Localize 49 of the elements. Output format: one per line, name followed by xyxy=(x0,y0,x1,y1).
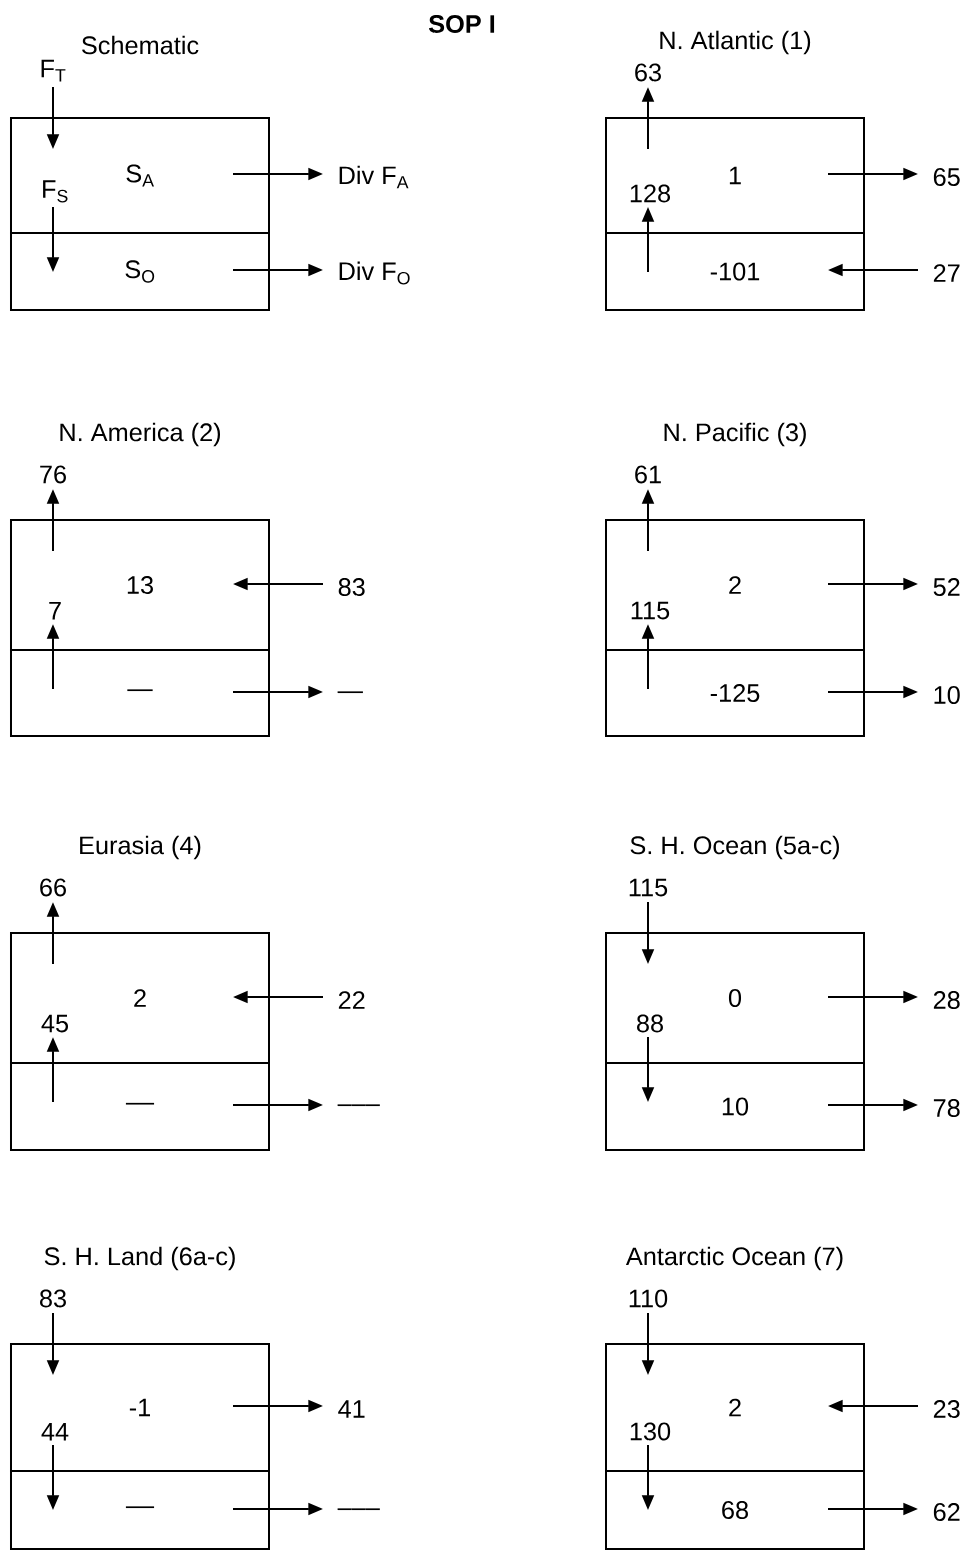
edge-label: 63 xyxy=(632,62,664,83)
edge-label: 66 xyxy=(37,877,69,898)
edge-label: Div F$_{O}$ xyxy=(336,260,413,286)
edge-label: 130 xyxy=(627,1421,673,1442)
edge-label: ––– xyxy=(336,1103,382,1113)
node-label: Eurasia (4) xyxy=(80,835,201,860)
edge-label: ––– xyxy=(336,1507,382,1517)
edge-label: 41 xyxy=(336,1398,368,1420)
edge-label: 83 xyxy=(37,1288,69,1309)
ocean-box: 68 xyxy=(605,1470,865,1550)
ocean-box: 10 xyxy=(605,1062,865,1151)
ocean-box: –– xyxy=(10,1470,270,1550)
edge-label: 27 xyxy=(931,262,963,284)
node-label: Schematic xyxy=(82,35,199,55)
edge-label: 22 xyxy=(336,989,368,1011)
ocean-box: -101 xyxy=(605,232,865,311)
heading: SOP I xyxy=(428,15,495,33)
edge-label: 28 xyxy=(931,989,963,1011)
edge-label: 44 xyxy=(39,1421,71,1442)
edge-label: 76 xyxy=(37,464,69,485)
node-label: N. America (2) xyxy=(60,422,221,447)
node-label: S. H. Land (6a-c) xyxy=(44,1246,235,1271)
edge-label: 115 xyxy=(628,600,672,621)
edge-label: 23 xyxy=(931,1398,963,1420)
edge-label: — xyxy=(336,690,365,700)
edge-label: 78 xyxy=(931,1097,963,1119)
edge-label: 115 xyxy=(626,877,670,898)
edge-label: 62 xyxy=(931,1501,963,1523)
edge-label: F$_{S}$ xyxy=(39,179,71,204)
edge-label: 10 xyxy=(931,684,963,706)
edge-label: 128 xyxy=(627,183,673,204)
ocean-box: — xyxy=(10,649,270,737)
edge-label: 45 xyxy=(39,1013,71,1034)
node-label: Antarctic Ocean (7) xyxy=(625,1246,843,1271)
edge-label: 88 xyxy=(634,1013,666,1034)
node-label: N. Pacific (3) xyxy=(664,422,806,447)
ocean-box: –– xyxy=(10,1062,270,1151)
edge-label: 83 xyxy=(336,576,368,598)
edge-label: 65 xyxy=(931,166,963,188)
node-label: N. Atlantic (1) xyxy=(660,30,811,55)
ocean-box: S$_{O}$ xyxy=(10,232,270,311)
node-label: S. H. Ocean (5a-c) xyxy=(630,835,839,860)
edge-label: 110 xyxy=(626,1288,670,1309)
edge-label: 7 xyxy=(46,600,64,621)
ocean-box: -125 xyxy=(605,649,865,737)
edge-label: Div F$_{A}$ xyxy=(336,164,411,190)
edge-label: F$_{T}$ xyxy=(38,58,68,83)
edge-label: 52 xyxy=(931,576,963,598)
edge-label: 61 xyxy=(632,464,664,485)
